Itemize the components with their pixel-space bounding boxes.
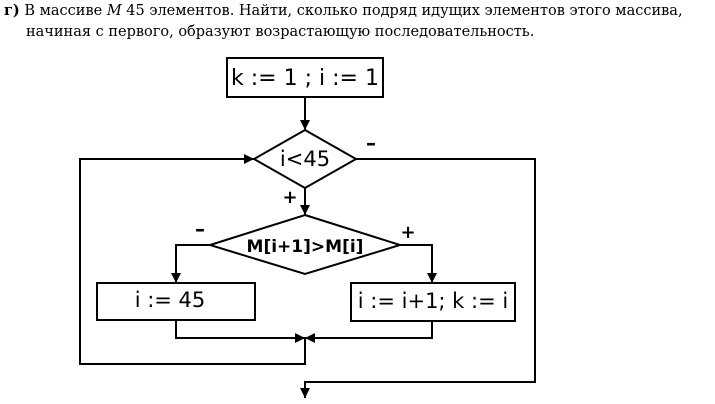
yes-branch-block-label: i := i+1; k := i bbox=[358, 289, 508, 313]
compare-condition-diamond bbox=[206, 213, 404, 276]
compare-no-sign: – bbox=[195, 217, 205, 241]
no-branch-arrow bbox=[171, 244, 210, 283]
compare-condition-label: M[i+1]>M[i] bbox=[247, 237, 364, 257]
compare-yes-sign: + bbox=[400, 222, 415, 243]
loop-condition-label: i<45 bbox=[280, 147, 330, 171]
task-text-before: В массиве bbox=[24, 3, 103, 19]
loop-yes-sign: + bbox=[282, 187, 297, 208]
loop-back-arrow bbox=[79, 154, 306, 365]
init-block-label: k := 1 ; i := 1 bbox=[231, 66, 379, 91]
task-statement: г) В массиве M 45 элементов. Найти, скол… bbox=[4, 0, 712, 43]
join-left-arrow bbox=[175, 320, 305, 343]
yes-branch-arrow bbox=[400, 244, 437, 283]
no-branch-block-label: i := 45 bbox=[135, 288, 206, 312]
array-name: M bbox=[106, 3, 122, 19]
task-text-after: 45 элементов. Найти, сколько подряд идущ… bbox=[126, 3, 683, 19]
task-label: г) bbox=[4, 2, 20, 19]
join-right-arrow bbox=[305, 321, 433, 343]
exit-arrow bbox=[300, 158, 536, 398]
task-line-2: начиная с первого, образуют возрастающую… bbox=[26, 24, 535, 40]
loop-no-sign: – bbox=[366, 131, 376, 155]
task-line-1: г) В массиве M 45 элементов. Найти, скол… bbox=[4, 0, 712, 22]
